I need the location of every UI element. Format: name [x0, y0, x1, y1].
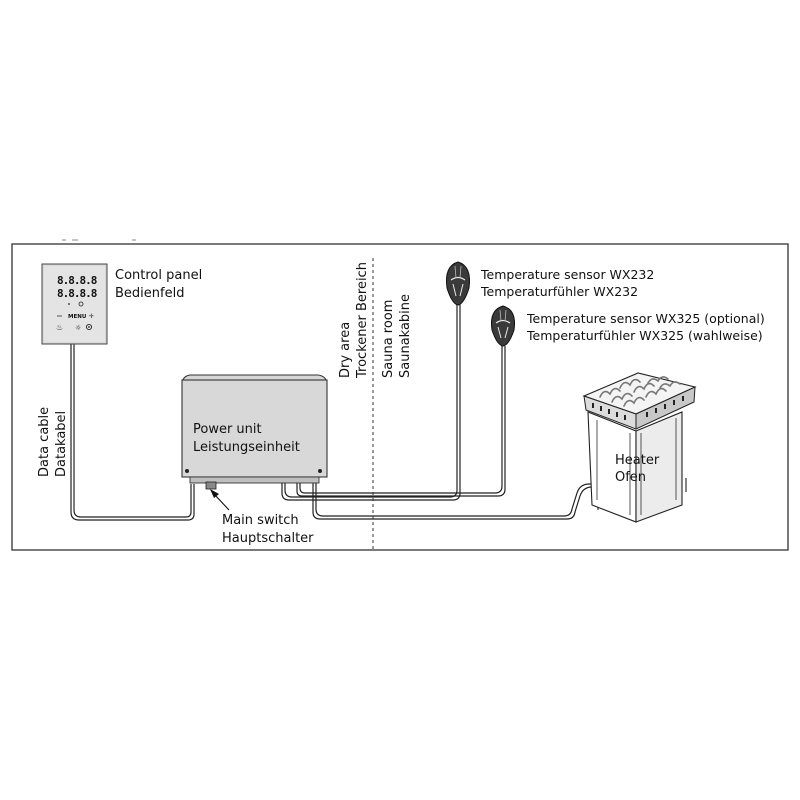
power-unit-label-de: Leistungseinheit: [193, 440, 300, 455]
fan-icon: [85, 323, 93, 331]
sensor-wx325-label: Temperature sensor WX325 (optional): [526, 311, 765, 326]
sensor-wx325-cable: [296, 346, 506, 497]
temperature-sensor-wx325-icon: [491, 305, 515, 347]
plus-icon: ✛: [89, 313, 94, 320]
heater-stove: [582, 372, 697, 523]
dry-area-label: Dry area: [338, 322, 353, 378]
control-panel-label-de: Bedienfeld: [115, 286, 184, 301]
cables: [70, 303, 600, 521]
temperature-sensor-wx232-icon: [446, 261, 470, 306]
power-unit-label: Power unit: [193, 422, 262, 437]
data-cable-label-de: Datakabel: [54, 411, 69, 477]
main-switch-arrow: [210, 489, 230, 511]
main-switch[interactable]: [205, 481, 217, 490]
heater-label: Heater: [615, 453, 660, 468]
heater-label-de: Ofen: [615, 470, 646, 485]
light-indicator-icon: [68, 303, 70, 305]
control-panel: 8.8.8.8 8.8.8.8 MENU ✛ ♨ ☼: [41, 263, 108, 345]
power-unit: [181, 374, 328, 490]
data-cable: [70, 344, 195, 521]
light-icon: ☼: [75, 324, 81, 332]
main-switch-label: Main switch: [222, 513, 299, 528]
control-panel-label: Control panel: [115, 268, 202, 283]
sensor-wx232-label-de: Temperaturfühler WX232: [480, 284, 638, 299]
control-panel-display-top: 8.8.8.8: [57, 274, 97, 287]
dry-area-label-de: Trockener Bereich: [355, 262, 370, 379]
sauna-room-label: Sauna room: [381, 300, 396, 378]
sauna-icon: ♨: [56, 323, 63, 332]
heater-cable: [312, 478, 600, 520]
data-cable-label: Data cable: [37, 407, 52, 477]
main-switch-label-de: Hauptschalter: [222, 531, 314, 546]
control-panel-display-bottom: 8.8.8.8: [57, 287, 97, 300]
menu-label: MENU: [68, 314, 86, 320]
sauna-room-label-de: Saunakabine: [398, 294, 413, 378]
power-icon: [78, 301, 84, 307]
sensor-wx232-label: Temperature sensor WX232: [480, 267, 654, 282]
sensor-wx325-label-de: Temperaturfühler WX325 (wahlweise): [526, 328, 763, 343]
